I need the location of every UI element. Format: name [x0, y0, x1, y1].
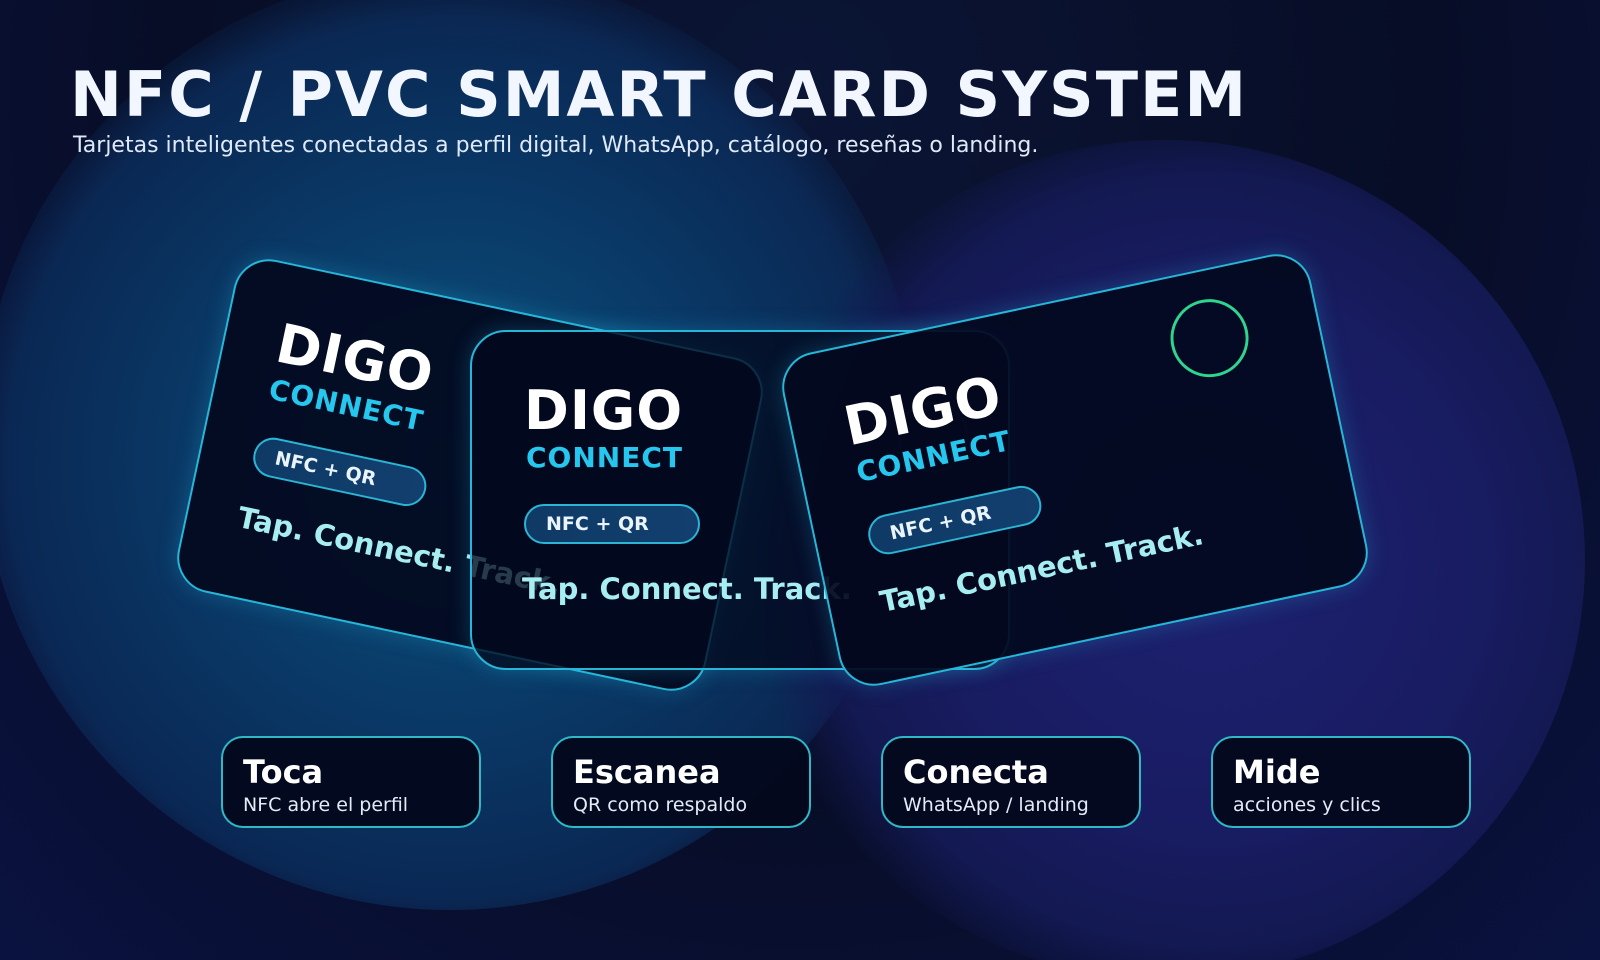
feature-title: Toca: [243, 753, 324, 791]
feature-subtitle: acciones y clics: [1233, 794, 1381, 816]
feature-subtitle: QR como respaldo: [573, 794, 748, 816]
feature-conecta: Conecta WhatsApp / landing: [881, 736, 1141, 828]
card-badge: NFC + QR: [249, 434, 431, 510]
page-subtitle: Tarjetas inteligentes conectadas a perfi…: [73, 133, 1039, 158]
feature-toca: Toca NFC abre el perfil: [221, 736, 481, 828]
card-brand-sub: CONNECT: [526, 441, 683, 474]
feature-escanea: Escanea QR como respaldo: [551, 736, 811, 828]
feature-title: Escanea: [573, 753, 721, 791]
card-badge: NFC + QR: [524, 504, 700, 544]
feature-subtitle: WhatsApp / landing: [903, 794, 1089, 816]
page-title: NFC / PVC SMART CARD SYSTEM: [70, 58, 1249, 131]
card-brand: DIGO: [524, 379, 684, 442]
card-tagline: Tap. Connect. Track.: [522, 572, 852, 606]
feature-title: Mide: [1233, 753, 1321, 791]
nfc-chip-icon: [1163, 291, 1256, 385]
feature-mide: Mide acciones y clics: [1211, 736, 1471, 828]
feature-title: Conecta: [903, 753, 1049, 791]
card-badge: NFC + QR: [864, 482, 1046, 558]
feature-subtitle: NFC abre el perfil: [243, 794, 409, 816]
